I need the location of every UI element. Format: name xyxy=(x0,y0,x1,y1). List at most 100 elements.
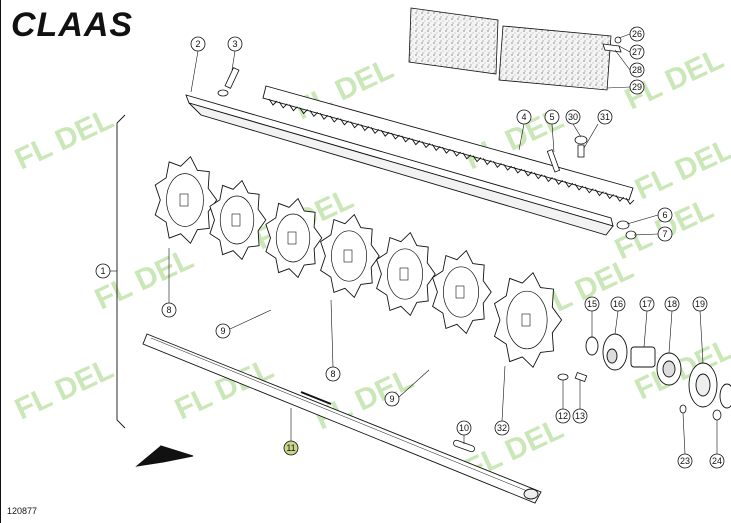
callout-number: 24 xyxy=(712,456,722,466)
leader-line xyxy=(231,50,236,71)
leader-line xyxy=(699,310,704,364)
callout-number: 18 xyxy=(667,299,677,309)
leader-line xyxy=(583,123,599,149)
leader-line xyxy=(518,123,525,151)
callout-circle xyxy=(657,207,673,223)
callout-number: 17 xyxy=(642,299,652,309)
leader-line xyxy=(633,233,659,236)
callout-29[interactable]: 29 xyxy=(629,79,645,95)
disc-bore xyxy=(399,267,409,281)
callout-4[interactable]: 4 xyxy=(516,109,532,125)
callout-number: 31 xyxy=(600,112,610,122)
callout-number: 32 xyxy=(497,423,507,433)
callout-circle xyxy=(565,109,581,125)
leader-line xyxy=(614,310,619,335)
callout-number: 23 xyxy=(680,456,690,466)
callout-circle xyxy=(283,440,299,456)
callout-12[interactable]: 12 xyxy=(555,408,571,424)
callout-10[interactable]: 10 xyxy=(456,420,472,436)
callout-32[interactable]: 32 xyxy=(494,420,510,436)
callout-26[interactable]: 26 xyxy=(629,26,645,42)
leader-line xyxy=(551,123,555,153)
watermark-text: FL DEL xyxy=(630,132,731,206)
callout-number: 2 xyxy=(195,39,200,49)
callout-number: 19 xyxy=(695,299,705,309)
claas-logo: CLAAS xyxy=(11,6,133,44)
callout-number: 15 xyxy=(587,299,597,309)
callout-7[interactable]: 7 xyxy=(657,226,673,242)
disc-bore xyxy=(231,213,241,227)
callout-11[interactable]: 11 xyxy=(283,440,299,456)
leader-line xyxy=(643,310,648,348)
callout-number: 1 xyxy=(100,266,105,276)
callout-number: 30 xyxy=(568,112,578,122)
callout-circle xyxy=(657,226,673,242)
callout-9[interactable]: 9 xyxy=(215,323,231,339)
callout-1[interactable]: 1 xyxy=(95,263,111,279)
callout-circle xyxy=(95,263,111,279)
callout-8[interactable]: 8 xyxy=(325,366,341,382)
callout-24[interactable]: 24 xyxy=(709,453,725,469)
callout-circle xyxy=(215,323,231,339)
callout-number: 11 xyxy=(286,443,295,453)
callout-number: 13 xyxy=(575,411,585,421)
disc-bore xyxy=(179,193,189,207)
leader-line xyxy=(626,214,659,225)
callout-circle xyxy=(572,408,588,424)
watermark-text: FL DEL xyxy=(10,352,119,426)
callout-9[interactable]: 9 xyxy=(384,391,400,407)
key xyxy=(453,439,475,453)
callout-circle xyxy=(555,408,571,424)
callout-13[interactable]: 13 xyxy=(572,408,588,424)
callout-circle xyxy=(190,36,206,52)
disc-bore xyxy=(521,313,531,327)
stripper-bar xyxy=(185,94,614,236)
callout-circle xyxy=(456,420,472,436)
callout-8[interactable]: 8 xyxy=(161,302,177,318)
callout-circle xyxy=(494,420,510,436)
leader-line xyxy=(398,369,430,398)
callout-circle xyxy=(629,79,645,95)
callout-number: 8 xyxy=(330,369,335,379)
callout-5[interactable]: 5 xyxy=(544,109,560,125)
callout-circle xyxy=(227,36,243,52)
watermark-text: FL DEL xyxy=(90,242,199,316)
callout-31[interactable]: 31 xyxy=(597,109,613,125)
callout-30[interactable]: 30 xyxy=(565,109,581,125)
callout-circle xyxy=(325,366,341,382)
leader-line xyxy=(229,309,272,330)
callout-2[interactable]: 2 xyxy=(190,36,206,52)
callout-16[interactable]: 16 xyxy=(610,296,626,312)
watermark-text: FL DEL xyxy=(10,102,119,176)
callout-number: 28 xyxy=(632,65,642,75)
leader-line xyxy=(614,49,631,71)
callout-circle xyxy=(629,26,645,42)
leader-line xyxy=(618,45,631,53)
callout-number: 8 xyxy=(166,305,171,315)
callout-3[interactable]: 3 xyxy=(227,36,243,52)
callout-circle xyxy=(677,453,693,469)
callout-18[interactable]: 18 xyxy=(664,296,680,312)
callout-number: 16 xyxy=(613,299,623,309)
callout-6[interactable]: 6 xyxy=(657,207,673,223)
callout-27[interactable]: 27 xyxy=(629,44,645,60)
callout-23[interactable]: 23 xyxy=(677,453,693,469)
callout-circle xyxy=(544,109,560,125)
callout-circle xyxy=(639,296,655,312)
wear-plates xyxy=(408,7,622,91)
callout-number: 9 xyxy=(220,326,225,336)
leader-line xyxy=(572,123,582,138)
leader-line xyxy=(330,299,334,368)
callout-19[interactable]: 19 xyxy=(692,296,708,312)
disc-bore xyxy=(287,231,297,245)
callout-circle xyxy=(629,62,645,78)
callout-circle xyxy=(610,296,626,312)
callout-number: 26 xyxy=(632,29,642,39)
callout-circle xyxy=(384,391,400,407)
callout-15[interactable]: 15 xyxy=(584,296,600,312)
rotor-discs xyxy=(154,155,563,369)
callout-28[interactable]: 28 xyxy=(629,62,645,78)
callout-17[interactable]: 17 xyxy=(639,296,655,312)
